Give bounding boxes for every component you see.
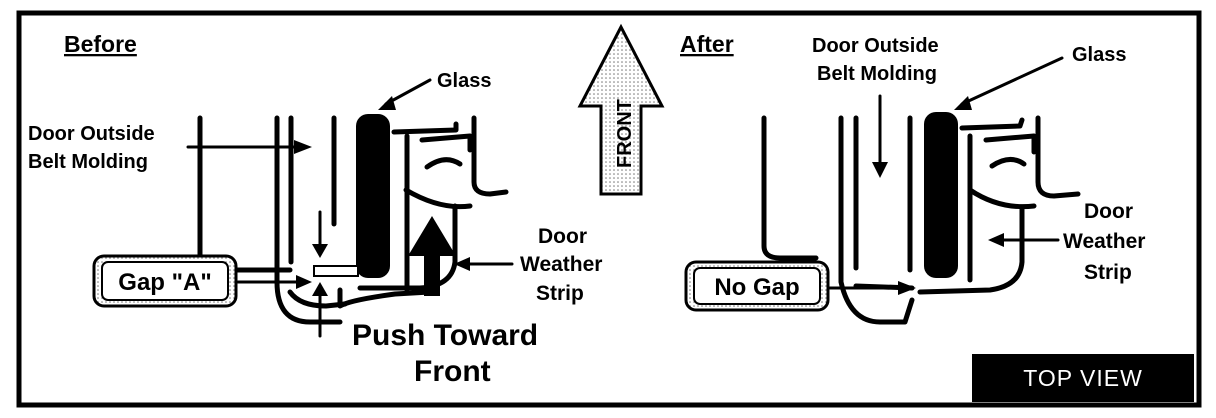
- after-gap-label: No Gap: [714, 274, 799, 301]
- after-molding-label-2: Belt Molding: [817, 63, 937, 85]
- before-push-arrow: [408, 216, 456, 296]
- top-view-tag: [972, 354, 1194, 402]
- before-push-label-2: Front: [414, 355, 491, 388]
- before-glass: [356, 114, 390, 278]
- after-molding-label-1: Door Outside: [812, 35, 939, 57]
- top-view-label: TOP VIEW: [1023, 365, 1143, 391]
- before-weather-label-3: Strip: [536, 282, 584, 305]
- front-direction-arrow: FRONT: [577, 23, 665, 196]
- before-heading: Before: [64, 31, 137, 57]
- before-glass-label: Glass: [437, 70, 491, 92]
- after-weather-strip: [959, 115, 1081, 199]
- before-push-label-1: Push Toward: [352, 319, 538, 352]
- before-gap-label: Gap "A": [118, 269, 211, 296]
- after-belt-molding: [761, 115, 819, 261]
- before-panel: Before Glass Door Outside Belt Molding: [28, 31, 602, 388]
- front-arrow-label: FRONT: [614, 99, 636, 168]
- after-weather-label-3: Strip: [1084, 261, 1132, 284]
- before-molding-label-1: Door Outside: [28, 123, 155, 145]
- after-panel: After Door Outside Belt Molding Glass Do…: [680, 31, 1145, 325]
- before-weather-strip: [391, 115, 509, 197]
- before-molding-label-2: Belt Molding: [28, 151, 148, 173]
- before-weather-label-2: Weather: [520, 253, 602, 276]
- after-weather-label-2: Weather: [1063, 230, 1145, 253]
- after-weather-label-1: Door: [1084, 200, 1133, 223]
- before-weather-label-1: Door: [538, 225, 587, 248]
- after-glass-label: Glass: [1072, 44, 1126, 66]
- after-heading: After: [680, 31, 734, 57]
- after-door-panel: [838, 115, 915, 325]
- after-glass: [924, 112, 958, 278]
